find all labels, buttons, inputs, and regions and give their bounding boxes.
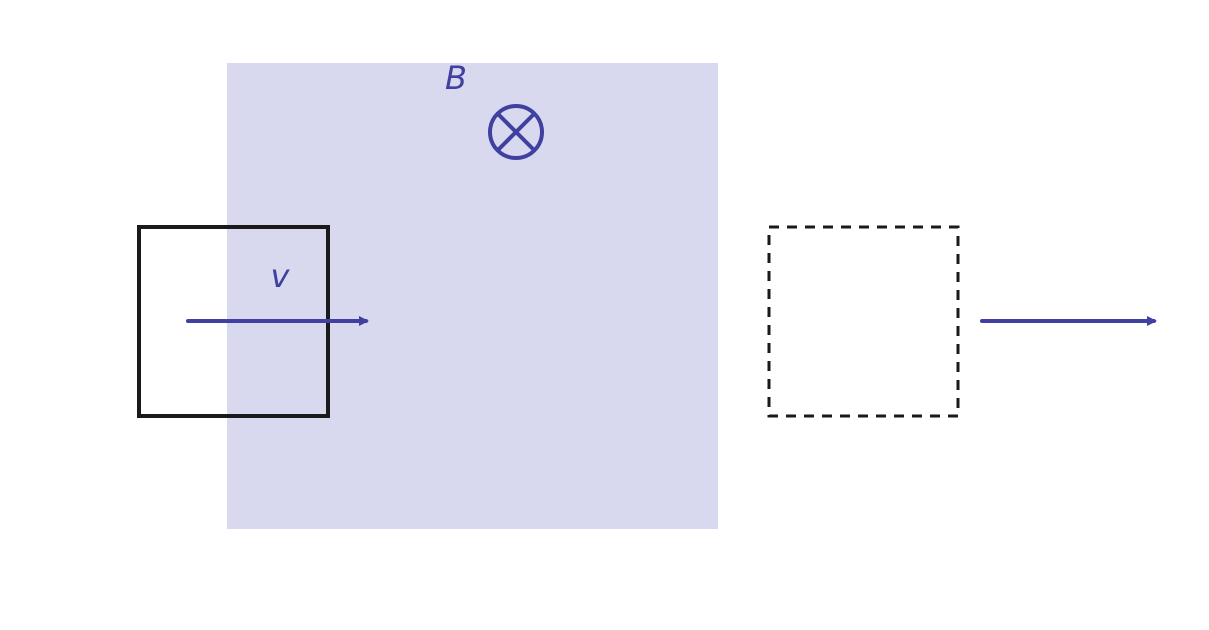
velocity-label: v xyxy=(271,257,291,295)
loop-later-position xyxy=(767,225,960,418)
field-label: B xyxy=(445,59,467,97)
magnetic-field-region xyxy=(227,63,718,529)
into-page-cross-icon xyxy=(488,104,544,160)
